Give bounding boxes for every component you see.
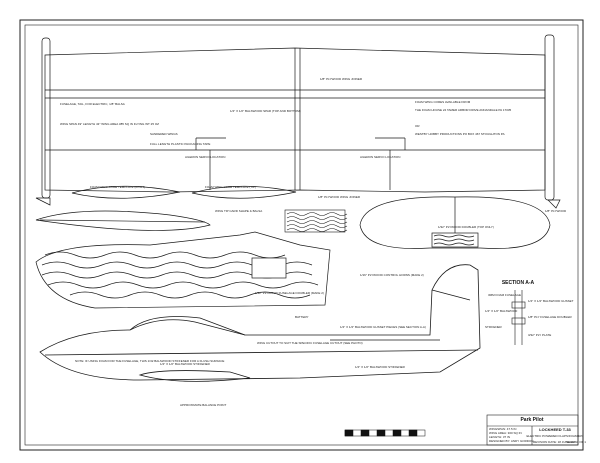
foam-cores-note: FOAM WING CORES AVAILABLE FROM: [415, 100, 471, 104]
specs-note: WING SPAN 49" LENGTH 43" WING AREA 385 S…: [60, 122, 159, 126]
sanded-wings-note: SANDERED WINGS: [150, 132, 178, 136]
inner-border: [24, 24, 579, 446]
spec-4: DESIGNED BY: ANDY GORDON: [489, 439, 533, 443]
wing-joiner-2-label: 1/8" PLYWOOD WING JOINER: [318, 195, 361, 199]
plywood-wing-joiner-note: 1/8" PLYWOOD WING JOINER: [320, 77, 363, 81]
section-note-6: 3/32" PLY PLATE: [528, 333, 551, 337]
or-note: OR: [415, 124, 420, 128]
fuselage-doubler-pattern: [35, 231, 331, 309]
section-note-1: 3MM FOAM FUSELAGE: [488, 293, 521, 297]
aileron-servo-left-note: AILERON SERVO LOCATION: [185, 155, 225, 159]
section-note-3: 1/4" X 1/2" BALSWOOD: [485, 309, 518, 313]
spec-1: WINGSPAN: 47.5 IN: [489, 427, 516, 431]
foam-note: NOTE: IF USING FOAM FOR THE FUSELAGE, TH…: [75, 359, 224, 363]
main-wing-plan: [35, 34, 561, 209]
wing-core-templates: [71, 185, 297, 199]
subtitle: ELECTRIC POWERED FLAPS/FOAM R/C: [526, 434, 584, 438]
section-note-2: 1/4" X 1/4" BALSWOOD GUSSET: [528, 299, 574, 303]
control-horns-note: 1/16" PLYWOOD CONTROL HORNS (MAKE 2): [360, 273, 424, 277]
wing-tip-card-note: WING TIP CARD SHAPE & BALSA: [215, 209, 262, 213]
org-title: Park Pilot: [520, 417, 543, 423]
section-note-5: STIFFENER: [485, 325, 503, 329]
revision-date: REVISION DATE: 18 JUNE 2011: [533, 440, 577, 444]
sheet-number: SHEET 1 OF 1: [566, 440, 586, 444]
aileron-servo-right-note: AILERON SERVO LOCATION: [360, 155, 400, 159]
vendor-2-note: WESTBY HOBBY PRODUCTIONS PO BOX 467 STOU…: [415, 132, 505, 136]
battery-note: BATTERY: [295, 315, 309, 319]
section-a-a: [511, 290, 526, 345]
core-template-root-label: FOAM WING CORE TEMPLATE (ROOT): [90, 185, 145, 189]
fuselage-doubler-label: 1/32" PLYWOOD FUSELAGE DOUBLER (MAKE 2): [255, 291, 324, 295]
balsa-spar-note: 1/4" X 1/2" BALSWOOD SPAR (TOP AND BOTTO…: [230, 109, 301, 113]
outer-border: [19, 19, 584, 451]
spec-3: LENGTH: 37 IN: [489, 435, 510, 439]
fuselage-side-view: [39, 264, 481, 382]
vendor-1-note: THE FOAM HOUSE 24 TAMER ARBOR DRIVE ANNA…: [415, 108, 512, 112]
core-template-tip-label: FOAM WING CORE TEMPLATE (TIP): [205, 185, 256, 189]
spec-2: WING AREA: 300 SQ IN: [489, 431, 522, 435]
balance-point-note: APPROXIMATE BALANCE POINT: [180, 403, 226, 407]
wing-joiner-block: [284, 209, 348, 233]
wing-cutout-note: WING CUTOUT TO SUIT THE SPECIFIC FUSELAG…: [257, 341, 363, 345]
section-note-4: 1/8" PLY FUSELAGE DOUBLER: [528, 315, 572, 319]
title-block: [486, 414, 579, 446]
balsa-gusset-note: 1/4" X 1/4" BALSWOOD GUSSET PIECES (SEE …: [340, 325, 426, 329]
scale-ruler: [344, 429, 426, 437]
horizontal-stabilizer: [359, 196, 551, 249]
fuselage-material-note: FUSELAGE, TAIL, FOR ELECTRIC, 1/8" BALSA: [60, 102, 125, 106]
plywood-right-note: 1/8" PLYWOOD: [545, 209, 567, 213]
plastic-tape-note: FULL LENGTH PLASTIC PACKAGING TAPE: [150, 142, 210, 146]
balsa-stiffener-2-note: 1/4" X 1/2" BALSWOOD STIFFENER: [160, 362, 211, 366]
wing-airfoil-section: [35, 210, 211, 231]
doubler-note: 1/32" PLYWOOD DOUBLER (TOP ONLY): [438, 225, 494, 229]
balsa-stiffener-note: 1/4" X 1/2" BALSWOOD STIFFENER: [355, 365, 406, 369]
model-title: LOCKHEED T-33: [539, 427, 571, 432]
section-title: SECTION A-A: [502, 280, 535, 286]
